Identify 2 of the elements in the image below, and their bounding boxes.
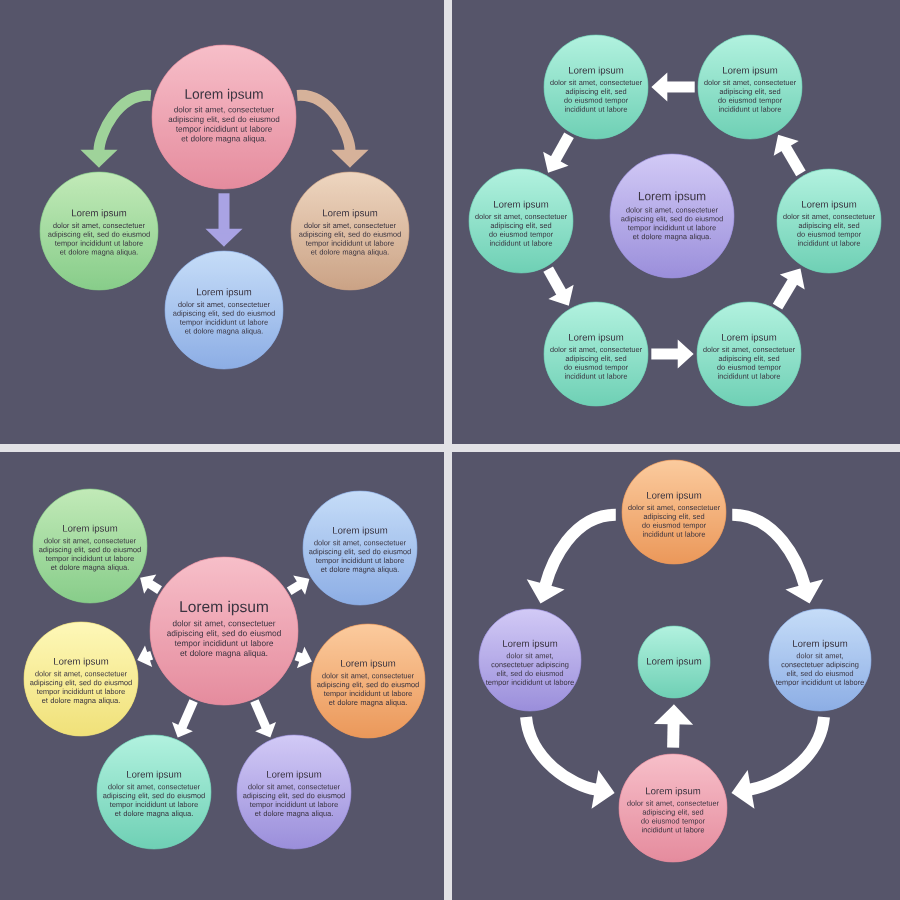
arrow — [250, 699, 276, 738]
arrow — [543, 266, 574, 306]
